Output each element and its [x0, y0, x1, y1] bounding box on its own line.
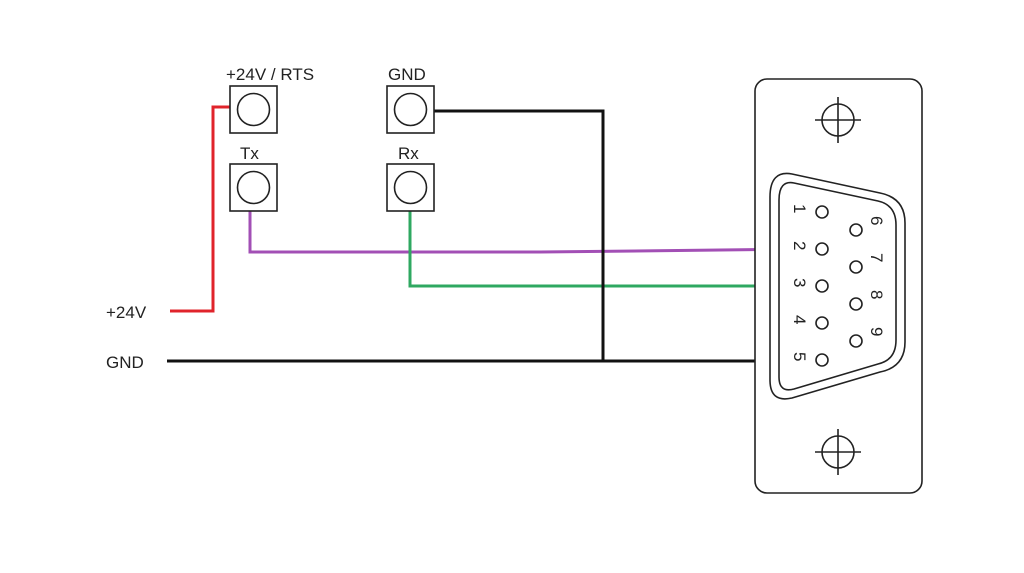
pin-num-1: 1: [790, 204, 809, 213]
pin-1: [815, 205, 829, 219]
terminal-label-gnd: GND: [388, 65, 426, 84]
pin-7: [849, 260, 863, 274]
pin-num-3: 3: [790, 278, 809, 287]
supply-label-24v: +24V: [106, 303, 147, 322]
db9-connector: 1 2 3 4 5 6 7 8 9: [754, 78, 923, 494]
pin-num-8: 8: [867, 290, 886, 299]
terminal-label-tx: Tx: [240, 144, 259, 163]
terminal-tx: [229, 163, 278, 212]
pin-3: [815, 279, 829, 293]
terminal-gnd: [386, 85, 435, 134]
pin-6: [849, 223, 863, 237]
pin-2: [815, 242, 829, 256]
pin-8: [849, 297, 863, 311]
black-wire-gnd-terminal: [418, 109, 605, 361]
mount-screw-bottom-icon: [815, 429, 861, 475]
pin-4: [815, 316, 829, 330]
pin-num-6: 6: [867, 216, 886, 225]
purple-wire-tx: [248, 188, 813, 254]
terminal-label-rx: Rx: [398, 144, 419, 163]
pin-num-4: 4: [790, 315, 809, 324]
pin-num-7: 7: [867, 253, 886, 262]
connector-shell-inner: [778, 181, 897, 391]
pin-9: [849, 334, 863, 348]
green-wire-rx: [408, 188, 815, 288]
terminal-rts: [229, 85, 278, 134]
pin-num-2: 2: [790, 241, 809, 250]
pin-num-5: 5: [790, 352, 809, 361]
mount-screw-top-icon: [815, 97, 861, 143]
pin-5: [815, 353, 829, 367]
terminal-rx: [386, 163, 435, 212]
red-wire-24v: [170, 105, 240, 313]
pin-num-9: 9: [867, 327, 886, 336]
terminal-label-rts: +24V / RTS: [226, 65, 314, 84]
supply-label-gnd: GND: [106, 353, 144, 372]
